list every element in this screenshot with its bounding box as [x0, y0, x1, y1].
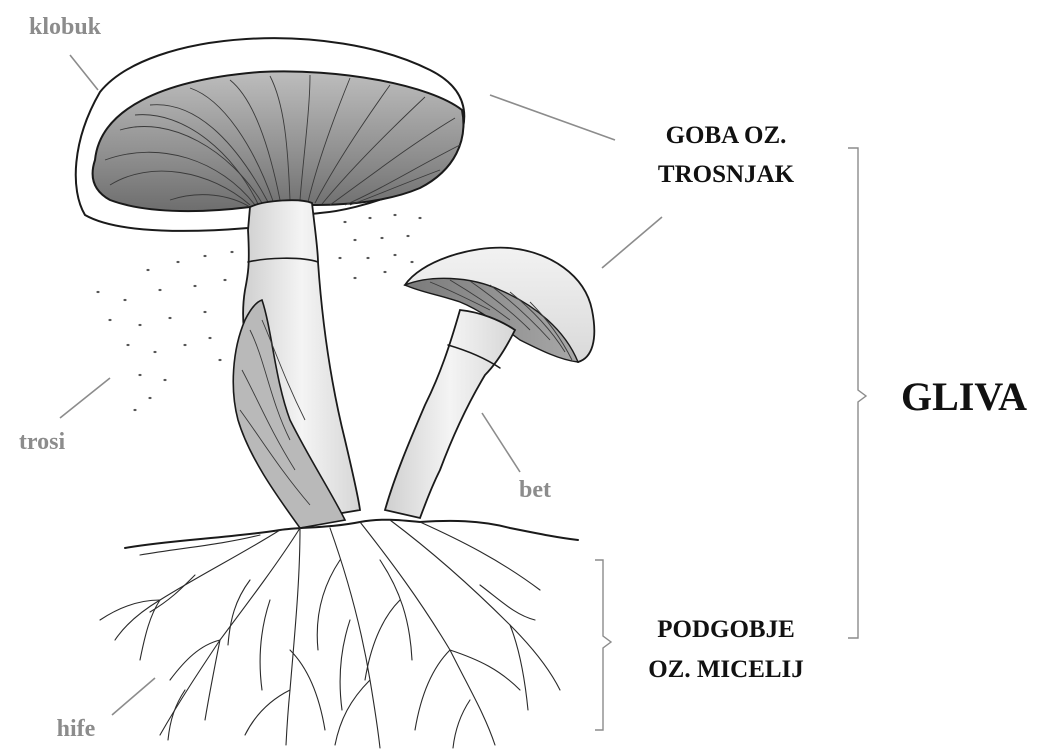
- leader-spores: [60, 378, 110, 418]
- label-cap: klobuk: [29, 14, 102, 40]
- small-stem: [385, 310, 515, 518]
- bracket-podgobje: [595, 560, 611, 730]
- leader-goba-small: [602, 217, 662, 268]
- label-fruiting-body-line1: GOBA OZ.: [666, 122, 787, 149]
- small-mushroom: [385, 248, 594, 518]
- bracket-gliva: [848, 148, 866, 638]
- leader-cap: [70, 55, 98, 90]
- label-spores: trosi: [19, 429, 66, 455]
- leader-stem: [482, 413, 520, 472]
- label-fungus: GLIVA: [901, 374, 1027, 419]
- label-hyphae: hife: [57, 716, 96, 742]
- leader-goba-cap: [490, 95, 615, 140]
- label-fruiting-body-line2: TROSNJAK: [658, 161, 795, 188]
- leader-hyphae: [112, 678, 155, 715]
- label-mycelium-line1: PODGOBJE: [657, 616, 795, 643]
- ground-line: [125, 520, 578, 548]
- label-stem: bet: [519, 477, 551, 503]
- hyphae: [100, 520, 560, 748]
- label-mycelium-line2: OZ. MICELIJ: [648, 656, 804, 683]
